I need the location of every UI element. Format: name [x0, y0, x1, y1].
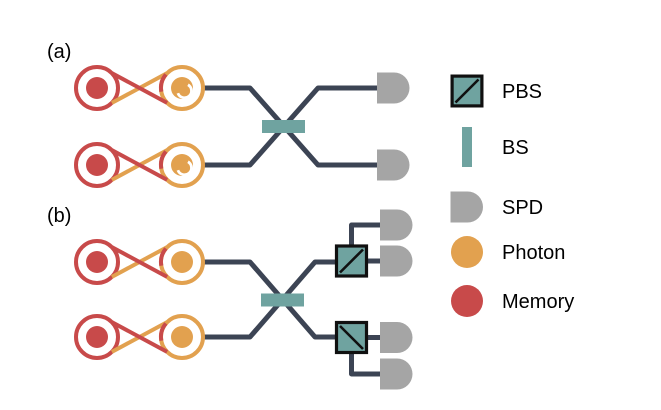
panel-b: (b)	[47, 205, 413, 390]
panel-b-label: (b)	[47, 205, 71, 227]
loop-transition-arc	[158, 150, 168, 170]
photon-crescent	[176, 160, 193, 177]
pair-icon	[74, 142, 205, 188]
photon-icon	[171, 77, 193, 99]
photon-icon	[171, 251, 193, 273]
memory-loop	[74, 314, 120, 360]
memory-loop	[74, 239, 120, 285]
pair-icon	[74, 239, 205, 285]
spd-icon	[377, 149, 410, 181]
memory-icon	[86, 154, 108, 176]
photon-icon	[171, 326, 193, 348]
legend-item-photon: Photon	[451, 236, 565, 268]
pbs-diagonal	[454, 78, 480, 104]
photon-icon	[171, 154, 193, 176]
legend-item-spd: SPD	[450, 191, 543, 223]
loop-cross-red	[110, 148, 169, 182]
loop-cross-red	[110, 245, 169, 279]
spd-icon	[380, 358, 413, 390]
pair-icon	[74, 65, 205, 111]
legend-label-memory: Memory	[502, 291, 574, 313]
loop-cross-red	[110, 71, 169, 105]
loop-transition-arc	[158, 247, 168, 267]
bs-icon	[262, 120, 305, 133]
bs-icon	[462, 127, 472, 167]
photon-icon	[451, 236, 483, 268]
legend-label-bs: BS	[502, 137, 529, 159]
panel-a: (a)	[47, 41, 410, 188]
loop-transition-arc	[158, 73, 168, 93]
pbs-diagonal	[339, 248, 364, 274]
spd-icon	[380, 322, 413, 353]
bs-icon	[261, 293, 304, 307]
legend-item-bs: BS	[462, 127, 529, 167]
legend-label-spd: SPD	[502, 197, 543, 219]
spd-icon	[377, 72, 410, 104]
pair-icon	[74, 314, 205, 360]
pbs-diagonal	[339, 325, 364, 350]
memory-icon	[86, 251, 108, 273]
memory-icon	[86, 77, 108, 99]
wire-pbs-bottom-reflected	[349, 350, 380, 377]
wire-pbs-top-reflected	[349, 222, 380, 246]
legend-item-memory: Memory	[451, 285, 574, 317]
legend-label-pbs: PBS	[502, 81, 542, 103]
spd-icon	[380, 209, 413, 241]
legend-item-pbs: PBS	[450, 74, 542, 108]
memory-icon	[451, 285, 483, 317]
spd-icon	[380, 245, 413, 277]
spd-icon	[450, 191, 483, 223]
loop-transition-arc	[158, 322, 168, 342]
loop-cross-red	[110, 320, 169, 354]
memory-loop	[74, 142, 120, 188]
panel-a-label: (a)	[47, 41, 71, 63]
legend-label-photon: Photon	[502, 242, 565, 264]
photon-crescent	[176, 83, 193, 100]
memory-icon	[86, 326, 108, 348]
legend: PBS BS SPD Photon Memory	[450, 74, 574, 317]
memory-loop	[74, 65, 120, 111]
